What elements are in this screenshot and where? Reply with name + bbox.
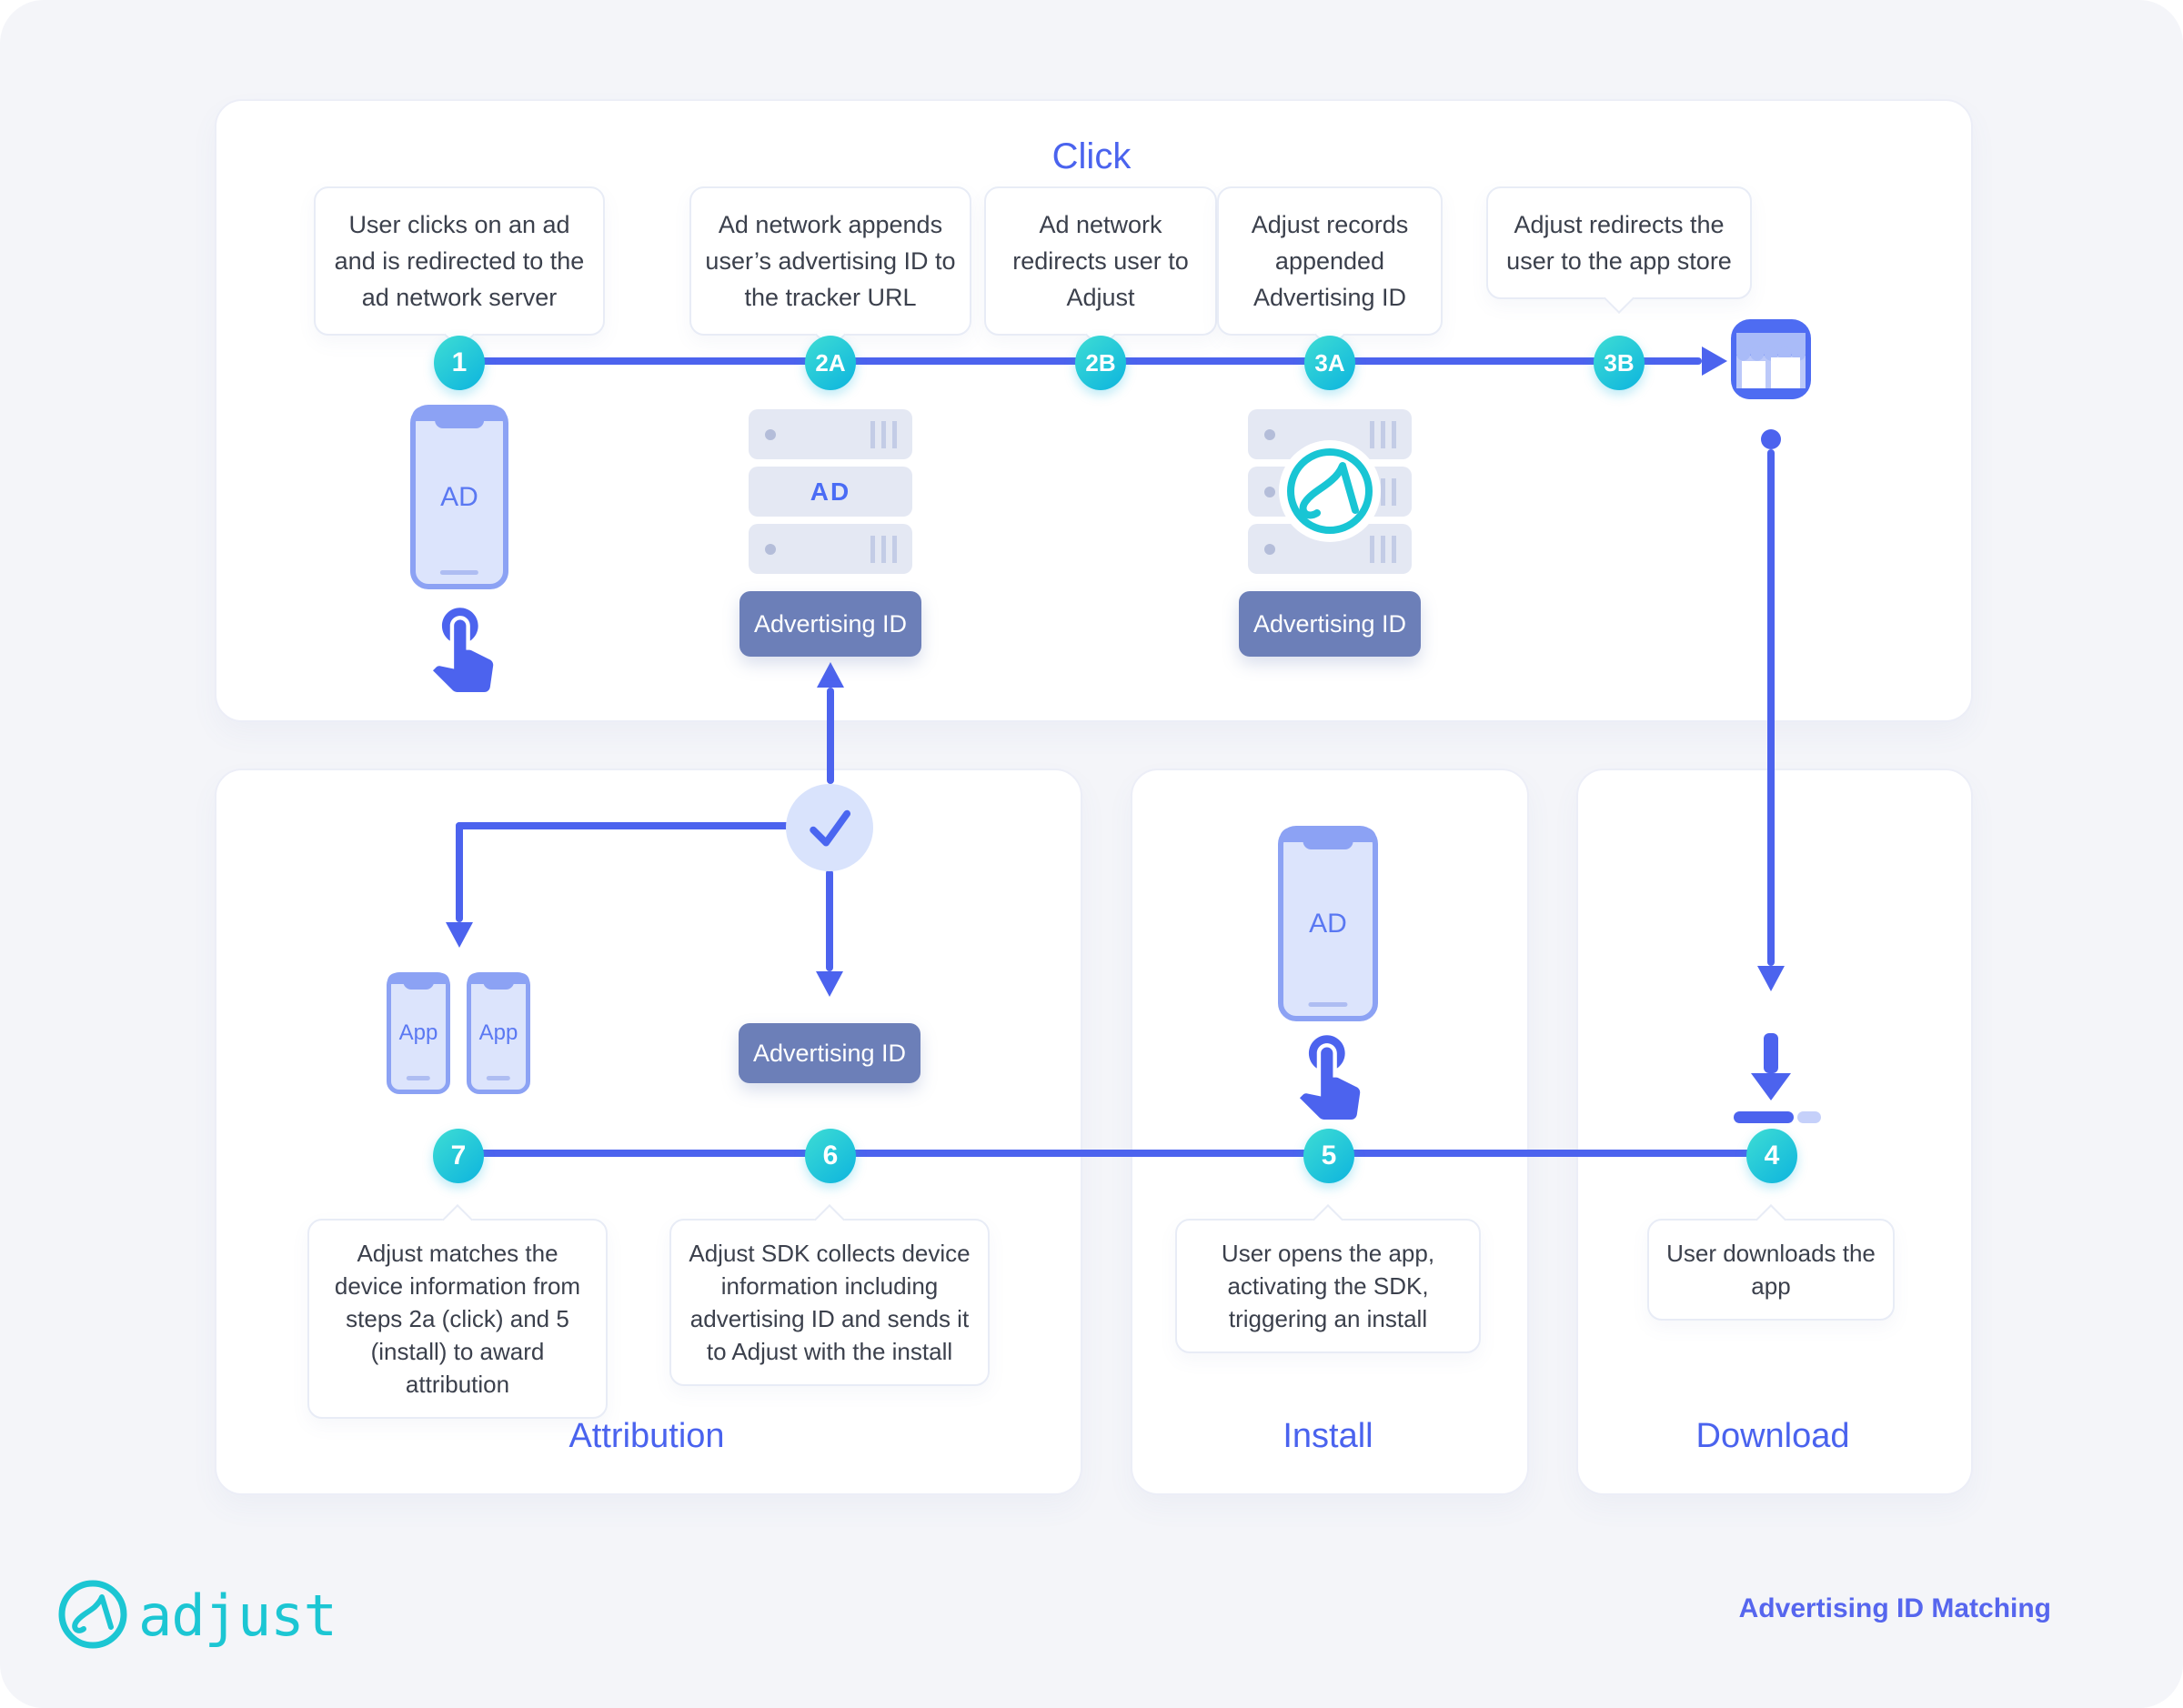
server-ad-row-icon: AD <box>749 467 912 517</box>
adjust-logo-icon <box>58 1580 127 1649</box>
flow-dot <box>1761 429 1781 449</box>
phone-screen-label: AD <box>1309 908 1347 939</box>
check-left-down-line <box>456 822 463 922</box>
server-row-icon <box>749 524 912 574</box>
download-progress-track <box>1797 1111 1821 1123</box>
phone-screen-label: App <box>398 1020 438 1045</box>
phone-home-bar <box>439 570 479 575</box>
phone-home-bar <box>486 1076 511 1080</box>
phone-screen-label: AD <box>440 481 478 512</box>
check-left-line <box>456 822 790 829</box>
download-arrow-shaft <box>1764 1033 1778 1073</box>
checkmark-icon <box>810 809 851 847</box>
server-led <box>1264 543 1275 555</box>
server-vents <box>870 535 898 563</box>
arrow-to-apps-icon <box>446 922 473 948</box>
store-to-download-line <box>1767 449 1775 966</box>
server-row-icon <box>749 409 912 459</box>
tooltip-step-2a: Ad network appends user’s advertising ID… <box>689 186 971 336</box>
tooltip-step-6: Adjust SDK collects device information i… <box>669 1219 990 1386</box>
tooltip-step-3a: Adjust records appended Advertising ID <box>1217 186 1443 336</box>
match-up-line <box>827 688 834 784</box>
step-circle-1: 1 <box>434 336 485 390</box>
advertising-id-badge: Advertising ID <box>739 1023 920 1083</box>
server-vents <box>1370 420 1397 448</box>
arrow-to-app-store-icon <box>1702 347 1727 376</box>
download-section-label: Download <box>1695 1417 1850 1455</box>
phone-screen-label: App <box>478 1020 518 1045</box>
arrow-into-download-icon <box>1757 966 1785 991</box>
click-section-title: Click <box>1051 136 1132 176</box>
tooltip-step-5: User opens the app, activating the SDK, … <box>1175 1219 1481 1353</box>
arrow-to-advertising-id-icon <box>817 662 844 688</box>
step-circle-3b: 3B <box>1594 336 1645 390</box>
advertising-id-badge: Advertising ID <box>739 591 921 657</box>
arrow-to-advertising-id-bottom-icon <box>816 971 843 997</box>
step-circle-2a: 2A <box>805 336 856 390</box>
phone-notch <box>1303 837 1353 849</box>
tooltip-step-2b: Ad network redirects user to Adjust <box>984 186 1217 336</box>
server-vents <box>870 420 898 448</box>
adjust-logo-icon <box>1279 440 1381 542</box>
app-phone-icon: App <box>467 972 530 1094</box>
phone-home-bar <box>406 1076 431 1080</box>
ad-phone-icon: AD <box>410 405 508 589</box>
app-phone-icon: App <box>387 972 450 1094</box>
server-row-icon <box>1248 524 1412 574</box>
check-down-line <box>826 869 833 971</box>
tap-icon <box>432 608 494 692</box>
brand-wordmark: adjust <box>138 1582 337 1649</box>
step-circle-3a: 3A <box>1304 336 1355 390</box>
tooltip-step-1: User clicks on an ad and is redirected t… <box>314 186 605 336</box>
server-ad-label: AD <box>810 477 851 506</box>
phone-home-bar <box>1308 1002 1348 1007</box>
phone-notch <box>483 980 514 990</box>
step-circle-2b: 2B <box>1075 336 1126 390</box>
server-vents <box>1370 535 1397 563</box>
app-store-icon <box>1731 319 1811 399</box>
server-led <box>1264 486 1275 497</box>
match-check-circle <box>786 784 873 871</box>
install-section-label: Install <box>1283 1417 1373 1455</box>
step-circle-7: 7 <box>433 1129 484 1183</box>
tooltip-step-3b: Adjust redirects the user to the app sto… <box>1486 186 1752 299</box>
tooltip-step-4: User downloads the app <box>1647 1219 1895 1321</box>
download-progress-filled <box>1734 1111 1794 1123</box>
server-led <box>765 428 776 440</box>
tooltip-step-7: Adjust matches the device information fr… <box>307 1219 608 1419</box>
phone-notch <box>403 980 434 990</box>
diagram-caption: Advertising ID Matching <box>1738 1593 2051 1623</box>
attribution-section-label: Attribution <box>568 1417 725 1455</box>
phone-notch <box>435 416 484 428</box>
step-circle-6: 6 <box>805 1129 856 1183</box>
step-circle-5: 5 <box>1303 1129 1354 1183</box>
advertising-id-badge: Advertising ID <box>1239 591 1421 657</box>
server-led <box>765 543 776 555</box>
download-arrow-head <box>1751 1073 1791 1100</box>
ad-phone-icon: AD <box>1278 826 1378 1021</box>
tap-icon <box>1299 1035 1361 1120</box>
bottom-flow-line <box>458 1150 1771 1157</box>
step-circle-4: 4 <box>1746 1129 1797 1183</box>
server-led <box>1264 428 1275 440</box>
